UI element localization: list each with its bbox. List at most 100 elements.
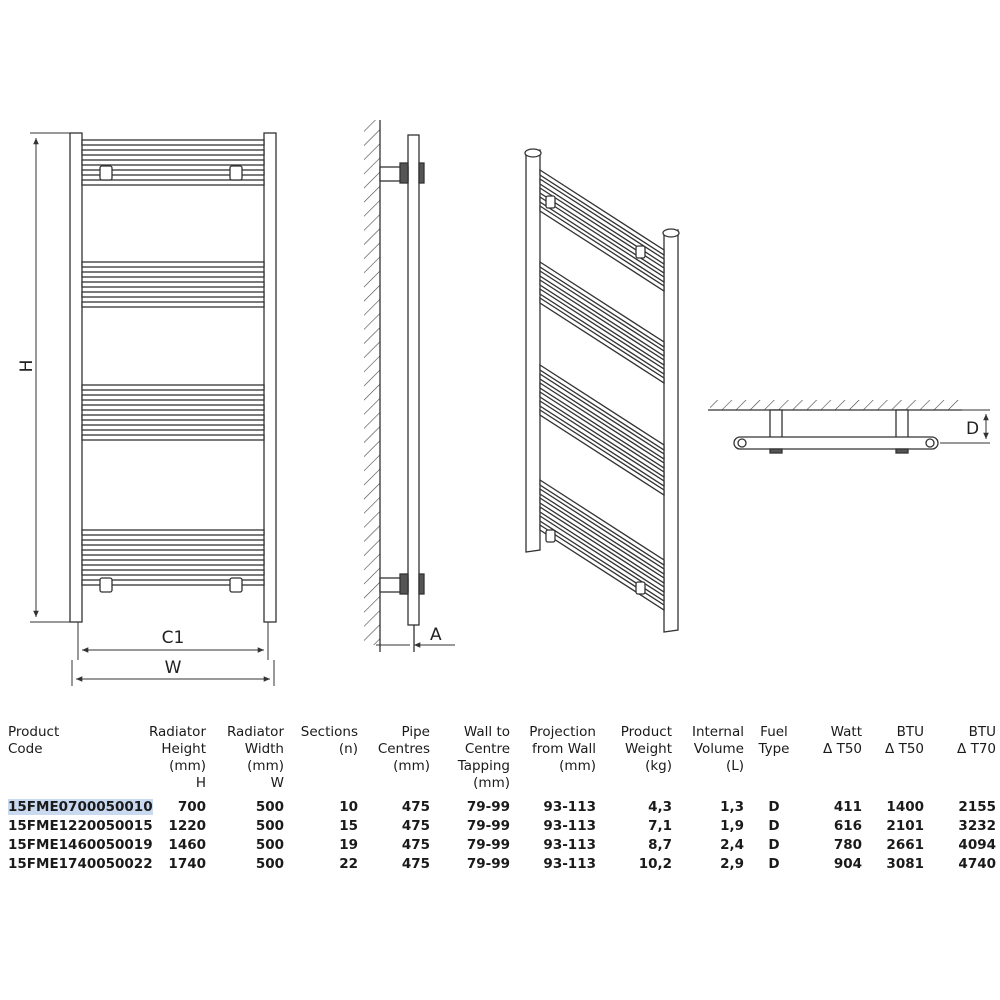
right-upright [263, 132, 277, 623]
towel-bar [81, 434, 265, 441]
cell-watt: 780 [833, 837, 862, 853]
perspective-view [524, 148, 680, 633]
cell-btu50: 3081 [886, 856, 924, 872]
cell-wall: 79-99 [466, 856, 510, 872]
left-upright [69, 132, 83, 623]
towel-bar [81, 139, 265, 146]
column-header-line: H [195, 775, 206, 791]
cell-fuel: D [768, 856, 780, 872]
cell-wall: 79-99 [466, 818, 510, 834]
projection-label: A [430, 625, 442, 645]
column-header-line: Internal [691, 724, 744, 740]
wall-bracket [99, 165, 113, 181]
cell-fuel: D [768, 818, 780, 834]
towel-bar [539, 168, 665, 257]
column-header-line: Centres [377, 741, 430, 757]
column-header-line: Radiator [148, 724, 206, 740]
cell-weight: 4,3 [648, 799, 672, 815]
cell-weight: 7,1 [648, 818, 672, 834]
wall-bracket [545, 529, 556, 543]
cell-watt: 411 [833, 799, 862, 815]
towel-bar [539, 381, 665, 470]
cell-code: 15FME1740050022 [8, 856, 153, 872]
column-header-line: Δ T50 [885, 741, 924, 757]
cell-height: 1740 [168, 856, 206, 872]
towel-bar [539, 177, 665, 266]
cell-height: 1220 [168, 818, 206, 834]
towel-bar [539, 186, 665, 275]
towel-bar [539, 496, 665, 585]
upright-cap [524, 148, 542, 158]
column-header-sections: Sections(n) [286, 722, 360, 798]
cell-btu70: 2155 [958, 799, 996, 815]
cell-code: 15FME1220050015 [8, 818, 153, 834]
column-header-line: (mm) [393, 758, 430, 774]
towel-bar [539, 296, 665, 385]
wall-bracket [229, 577, 243, 593]
cell-projection: 93-113 [543, 818, 596, 834]
cell-wall: 79-99 [466, 799, 510, 815]
width-label: W [165, 658, 182, 678]
cell-sections: 19 [339, 837, 358, 853]
column-header-line: Product [620, 724, 672, 740]
towel-bar [81, 159, 265, 166]
towel-bar [81, 579, 265, 586]
column-header-line: BTU [896, 724, 924, 740]
towel-bar [539, 514, 665, 603]
column-header-line: (mm) [559, 758, 596, 774]
cell-width: 500 [255, 799, 284, 815]
towel-bar [539, 372, 665, 461]
column-header-line: Height [161, 741, 206, 757]
towel-bar [539, 523, 665, 612]
column-header-line: Projection [529, 724, 596, 740]
column-header-line: Δ T70 [957, 741, 996, 757]
column-header-line: Tapping [457, 758, 510, 774]
cell-weight: 10,2 [638, 856, 672, 872]
column-header-line: Watt [830, 724, 862, 740]
column-header-line: (mm) [473, 775, 510, 791]
cell-pipe: 475 [401, 837, 430, 853]
cell-volume: 1,3 [720, 799, 744, 815]
cell-volume: 1,9 [720, 818, 744, 834]
towel-bar [539, 269, 665, 358]
column-header-line: Centre [464, 741, 510, 757]
cell-projection: 93-113 [543, 799, 596, 815]
cell-pipe: 475 [401, 818, 430, 834]
cell-watt: 616 [833, 818, 862, 834]
cell-height: 1460 [168, 837, 206, 853]
column-header-line: Code [8, 741, 43, 757]
cell-watt: 904 [833, 856, 862, 872]
column-header-line: Sections [300, 724, 358, 740]
depth-label: D [966, 419, 979, 439]
upright-cap [662, 228, 680, 238]
column-header-line: Product [8, 724, 60, 740]
towel-bar [81, 424, 265, 431]
towel-bar [539, 278, 665, 367]
cell-btu70: 4740 [958, 856, 996, 872]
column-header-line: Volume [693, 741, 744, 757]
towel-bar [81, 301, 265, 308]
towel-bar [81, 291, 265, 298]
towel-bar [539, 204, 665, 293]
width-dimension [71, 660, 275, 686]
wall-bracket [99, 577, 113, 593]
column-header-line: (kg) [645, 758, 672, 774]
wall-bracket [545, 195, 556, 209]
wall-bracket [635, 581, 646, 595]
column-header-line: Pipe [401, 724, 430, 740]
towel-bar [539, 478, 665, 567]
column-header-line: Δ T50 [823, 741, 862, 757]
towel-bar [81, 559, 265, 566]
column-header-line: (mm) [247, 758, 284, 774]
cell-sections: 22 [339, 856, 358, 872]
